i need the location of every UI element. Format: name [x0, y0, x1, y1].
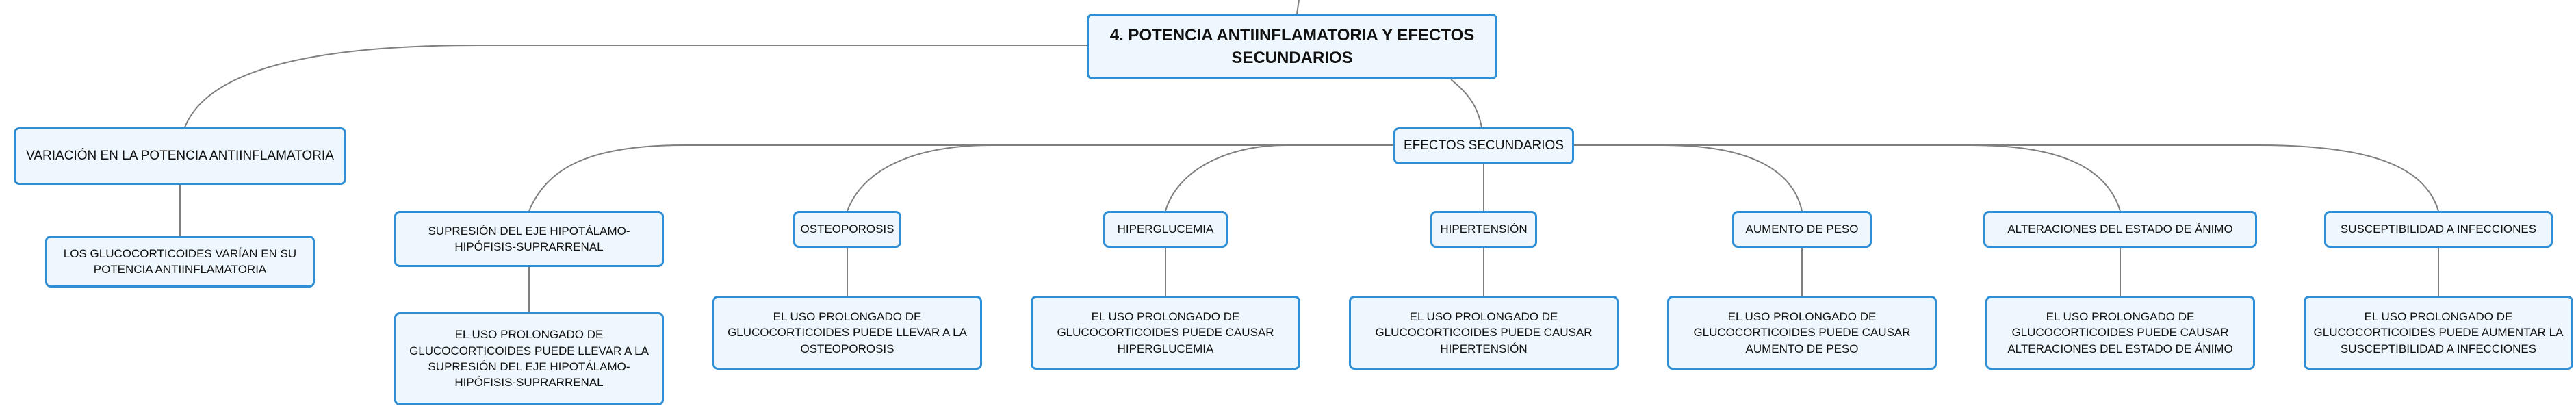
root-label: 4. POTENCIA ANTIINFLAMATORIA Y EFECTOS S…	[1109, 25, 1475, 67]
effect-label: ALTERACIONES DEL ESTADO DE ÁNIMO	[2007, 223, 2233, 236]
effect-label: AUMENTO DE PESO	[1745, 223, 1859, 236]
effect-node-hpa-suppression[interactable]: SUPRESIÓN DEL EJE HIPOTÁLAMO-HIPÓFISIS-S…	[394, 211, 664, 267]
effect-detail-label: EL USO PROLONGADO DE GLUCOCORTICOIDES PU…	[2007, 309, 2233, 355]
side-effects-label: EFECTOS SECUNDARIOS	[1403, 138, 1564, 153]
effect-label: HIPERTENSIÓN	[1440, 223, 1528, 236]
effect-detail-mood-changes[interactable]: EL USO PROLONGADO DE GLUCOCORTICOIDES PU…	[1985, 296, 2255, 370]
effect-label: HIPERGLUCEMIA	[1117, 223, 1214, 236]
effect-detail-infection-susceptibility[interactable]: EL USO PROLONGADO DE GLUCOCORTICOIDES PU…	[2304, 296, 2573, 370]
effect-node-mood-changes[interactable]: ALTERACIONES DEL ESTADO DE ÁNIMO	[1983, 211, 2257, 248]
effect-detail-label: EL USO PROLONGADO DE GLUCOCORTICOIDES PU…	[1057, 309, 1274, 355]
effect-detail-label: EL USO PROLONGADO DE GLUCOCORTICOIDES PU…	[2313, 309, 2564, 355]
effect-detail-weight-gain[interactable]: EL USO PROLONGADO DE GLUCOCORTICOIDES PU…	[1667, 296, 1937, 370]
variation-node[interactable]: VARIACIÓN EN LA POTENCIA ANTIINFLAMATORI…	[14, 127, 346, 185]
effect-detail-hypertension[interactable]: EL USO PROLONGADO DE GLUCOCORTICOIDES PU…	[1349, 296, 1619, 370]
connector-parent	[1296, 0, 1300, 14]
effect-detail-label: EL USO PROLONGADO DE GLUCOCORTICOIDES PU…	[727, 309, 967, 355]
connector-se-7	[1574, 144, 2439, 212]
effect-label: SUSCEPTIBILIDAD A INFECCIONES	[2340, 223, 2537, 236]
connector-se-5	[1574, 144, 1803, 212]
effect-detail-label: EL USO PROLONGADO DE GLUCOCORTICOIDES PU…	[1375, 309, 1593, 355]
effect-node-hyperglycemia[interactable]: HIPERGLUCEMIA	[1103, 211, 1228, 248]
variation-label: VARIACIÓN EN LA POTENCIA ANTIINFLAMATORI…	[26, 148, 334, 163]
effect-label: SUPRESIÓN DEL EJE HIPOTÁLAMO-HIPÓFISIS-S…	[428, 224, 630, 253]
effect-detail-hyperglycemia[interactable]: EL USO PROLONGADO DE GLUCOCORTICOIDES PU…	[1031, 296, 1300, 370]
side-effects-node[interactable]: EFECTOS SECUNDARIOS	[1393, 127, 1574, 164]
effect-detail-label: EL USO PROLONGADO DE GLUCOCORTICOIDES PU…	[409, 328, 649, 390]
variation-detail-label: LOS GLUCOCORTICOIDES VARÍAN EN SU POTENC…	[63, 246, 297, 276]
effect-node-infection-susceptibility[interactable]: SUSCEPTIBILIDAD A INFECCIONES	[2324, 211, 2553, 248]
connector-se-2	[847, 144, 1393, 212]
connector-se-6	[1574, 144, 2121, 212]
effect-detail-osteoporosis[interactable]: EL USO PROLONGADO DE GLUCOCORTICOIDES PU…	[712, 296, 982, 370]
variation-detail-node[interactable]: LOS GLUCOCORTICOIDES VARÍAN EN SU POTENC…	[45, 236, 315, 288]
effect-detail-hpa-suppression[interactable]: EL USO PROLONGADO DE GLUCOCORTICOIDES PU…	[394, 312, 664, 405]
connector-se-1	[528, 144, 1393, 212]
root-node[interactable]: 4. POTENCIA ANTIINFLAMATORIA Y EFECTOS S…	[1087, 14, 1497, 79]
effect-detail-label: EL USO PROLONGADO DE GLUCOCORTICOIDES PU…	[1693, 309, 1911, 355]
connector-root-variation	[184, 45, 1087, 128]
effect-node-weight-gain[interactable]: AUMENTO DE PESO	[1732, 211, 1872, 248]
effect-node-hypertension[interactable]: HIPERTENSIÓN	[1430, 211, 1537, 248]
effect-node-osteoporosis[interactable]: OSTEOPOROSIS	[793, 211, 901, 248]
connector-root-sideeffects	[1450, 79, 1482, 128]
connector-se-3	[1165, 144, 1393, 212]
effect-label: OSTEOPOROSIS	[800, 223, 894, 236]
